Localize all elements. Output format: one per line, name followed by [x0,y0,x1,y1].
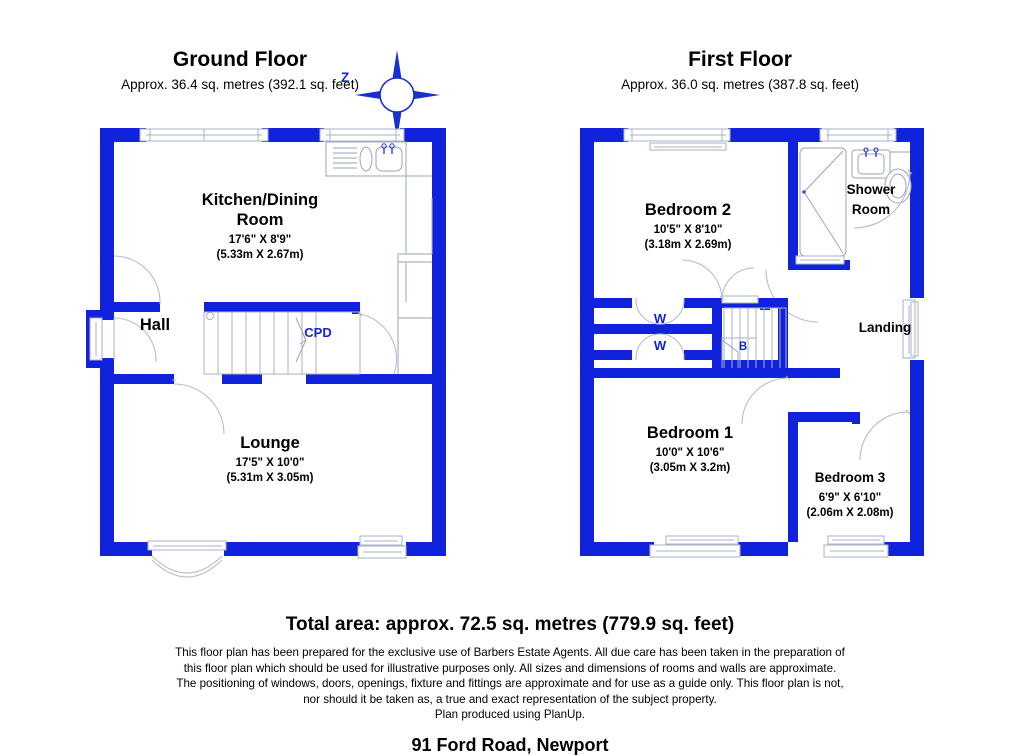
room-label-hall: Hall [115,315,195,335]
bedroom2-dim-metric: (3.18m X 2.69m) [644,239,732,251]
bedroom3-name: Bedroom 3 [814,470,886,485]
room-label-kitchen-dining: Kitchen/Dining Room 17'6" X 8'9" (5.33m … [170,190,350,263]
door-front-entrance [89,317,157,362]
toilet [884,168,912,204]
ground-floor-title: Ground Floor [172,48,308,71]
bedroom1-name: Bedroom 1 [646,424,734,442]
property-address: 91 Ford Road, Newport [411,734,609,755]
room-label-lounge: Lounge 17'5" X 10'0" (5.31m X 3.05m) [180,433,360,486]
door-cpd [357,311,398,375]
plan-footer: Total area: approx. 72.5 sq. metres (779… [0,612,1020,756]
first-floor-heading: First Floor Approx. 36.0 sq. metres (387… [560,48,920,94]
wardrobe-doors-upper [635,298,685,325]
lounge-dim-imperial: 17'5" X 10'0" [235,457,305,469]
window-shower-top [819,128,897,142]
room-label-landing: Landing [840,318,930,338]
kitchen-sink-unit [325,141,407,177]
door-bedroom3 [859,409,911,461]
room-label-bedroom-3: Bedroom 3 6'9" X 6'10" (2.06m X 2.08m) [790,468,910,521]
shower-room-name-line1: Shower [846,182,896,197]
lounge-dim-metric: (5.31m X 3.05m) [226,472,314,484]
bedroom2-name: Bedroom 2 [644,201,732,219]
kitchen-dining-name-line1: Kitchen/Dining [201,191,319,209]
landing-name: Landing [858,320,912,335]
wardrobe-doors-lower [635,333,685,360]
first-floor-plan [580,128,924,558]
staircase-ground [203,311,361,375]
ground-floor-area: Approx. 36.4 sq. metres (392.1 sq. feet) [121,77,359,92]
room-label-cpd: CPD [304,325,332,340]
door-kitchen-hall [113,255,161,304]
window-landing-right [902,299,919,359]
room-label-shower-room: Shower Room [830,180,912,220]
kitchen-dining-dim-metric: (5.33m X 2.67m) [216,249,304,261]
hall-name: Hall [139,316,171,334]
window-kitchen-top-right [319,128,405,142]
disclaimer-text: This floor plan has been prepared for th… [175,645,845,723]
first-floor-area: Approx. 36.0 sq. metres (387.8 sq. feet) [621,77,859,92]
room-label-bedroom-1: Bedroom 1 10'0" X 10'6" (3.05m X 3.2m) [600,423,780,476]
kitchen-dining-name-line2: Room [236,211,284,229]
window-lounge-bay [147,540,227,578]
shower-room-door [795,255,845,265]
compass-star-icon [355,50,440,140]
bedroom1-dim-imperial: 10'0" X 10'6" [655,447,725,459]
window-bedroom3-bottom [823,535,889,558]
door-landing-stairs [719,267,759,304]
bedroom1-dim-metric: (3.05m X 3.2m) [649,462,731,474]
door-hall-lounge [172,379,225,435]
bedroom3-dim-metric: (2.06m X 2.08m) [806,507,894,519]
ground-floor-heading: Ground Floor Approx. 36.4 sq. metres (39… [60,48,420,94]
ground-floor-plan [86,128,446,578]
room-label-bedroom-2: Bedroom 2 10'5" X 8'10" (3.18m X 2.69m) [598,200,778,253]
window-lounge-right [357,535,407,559]
producer-text: Plan produced using PlanUp. [434,708,586,722]
total-area-text: Total area: approx. 72.5 sq. metres (779… [285,614,735,635]
window-bedroom1-bottom [649,535,741,558]
door-bedroom2 [681,259,723,301]
boiler-cupboard-label: B [738,341,748,353]
kitchen-dining-dim-imperial: 17'6" X 8'9" [228,234,292,246]
shower-room-name-line2: Room [851,202,891,217]
door-bedroom1 [741,375,791,425]
bedroom3-dim-imperial: 6'9" X 6'10" [818,492,882,504]
wash-basin [851,147,910,179]
wardrobe-label-lower: W [653,338,667,353]
first-floor-title: First Floor [688,48,792,71]
window-kitchen-top-left [139,128,269,142]
lounge-name: Lounge [240,434,300,452]
compass-north-label: Z [341,70,350,85]
bedroom2-dim-imperial: 10'5" X 8'10" [653,224,723,236]
wardrobe-label-upper: W [653,311,667,326]
window-bedroom2-top [623,128,731,151]
disclaimer-body: This floor plan has been prepared for th… [175,646,845,706]
